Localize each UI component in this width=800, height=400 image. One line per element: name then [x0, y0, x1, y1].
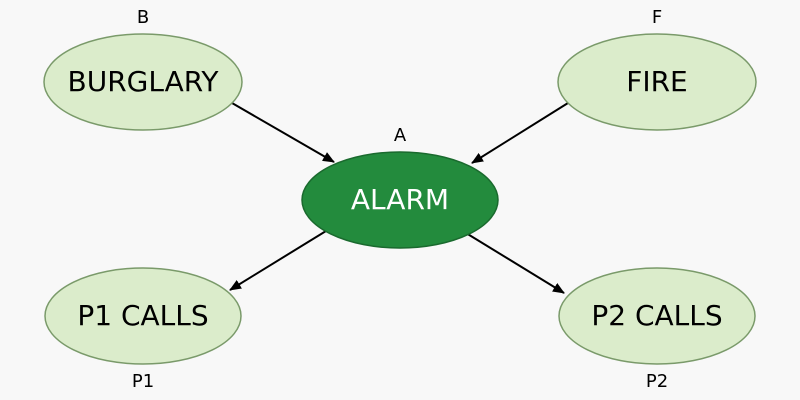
node-burglary: B BURGLARY — [43, 7, 243, 131]
node-alarm: A ALARM — [301, 125, 499, 249]
edge-alarm-p1 — [229, 230, 327, 291]
node-fire-label: FIRE — [626, 65, 688, 98]
edge-burglary-alarm — [231, 102, 335, 163]
var-label-p2: P2 — [646, 371, 668, 392]
var-label-alarm: A — [394, 125, 407, 146]
node-p2-calls: P2 CALLS P2 — [558, 267, 756, 392]
node-p1-calls: P1 CALLS P1 — [44, 267, 242, 392]
node-alarm-label: ALARM — [351, 183, 449, 216]
node-burglary-label: BURGLARY — [67, 65, 219, 98]
node-p2-ellipse — [558, 267, 756, 365]
node-p1-ellipse — [44, 267, 242, 365]
var-label-burglary: B — [137, 7, 149, 28]
node-burglary-ellipse — [43, 33, 243, 131]
var-label-fire: F — [652, 7, 662, 28]
edge-alarm-p2 — [465, 232, 565, 294]
node-fire-ellipse — [557, 33, 757, 131]
edges — [229, 102, 569, 294]
edge-fire-alarm — [471, 102, 569, 164]
node-alarm-ellipse — [301, 151, 499, 249]
var-label-p1: P1 — [132, 371, 154, 392]
node-p1-label: P1 CALLS — [77, 299, 208, 332]
node-fire: F FIRE — [557, 7, 757, 131]
node-p2-label: P2 CALLS — [591, 299, 722, 332]
